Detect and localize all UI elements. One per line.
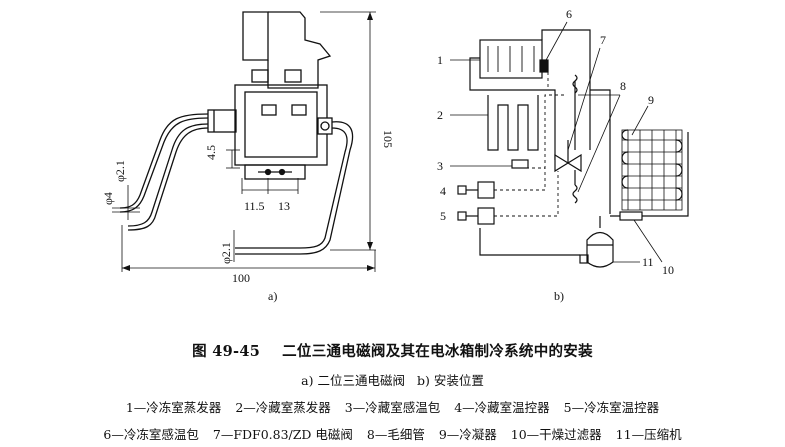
legend-item: 11—压缩机 xyxy=(615,427,682,442)
callout-8: 8 xyxy=(620,79,626,93)
figure-caption-title: 图 49-45 二位三通电磁阀及其在电冰箱制冷系统中的安装 xyxy=(0,340,785,361)
dim-phi-4: φ4 xyxy=(101,192,115,205)
fridge-sensor xyxy=(511,159,529,169)
legend-item: 1—冷冻室蒸发器 xyxy=(125,400,222,415)
callout-9: 9 xyxy=(648,93,654,107)
legend-item: 7—FDF0.83/ZD 电磁阀 xyxy=(212,427,353,442)
callout-11: 11 xyxy=(642,255,654,269)
dim-11-5: 11.5 xyxy=(244,199,265,213)
callout-10: 10 xyxy=(662,263,674,277)
caption-sub-a: a) 二位三通电磁阀 xyxy=(301,373,405,388)
valve-drawing-a xyxy=(112,11,376,272)
freezer-thermostat xyxy=(477,207,495,225)
system-diagram-b xyxy=(450,21,689,268)
legend-item: 9—冷凝器 xyxy=(438,427,497,442)
figure-drawing: 4.5 11.5 13 105 100 φ2.1 φ4 φ2.1 a) xyxy=(101,7,689,303)
fridge-evaporator xyxy=(487,95,539,151)
callout-1: 1 xyxy=(437,53,443,67)
sublabel-a: a) xyxy=(268,289,277,303)
figure-title: 二位三通电磁阀及其在电冰箱制冷系统中的安装 xyxy=(282,343,593,360)
legend-line-1: 1—冷冻室蒸发器 2—冷藏室蒸发器 3—冷藏室感温包 4—冷藏室温控器 5—冷冻… xyxy=(0,397,785,416)
freezer-sensor xyxy=(539,59,549,73)
dim-phi-2-1-top: φ2.1 xyxy=(113,160,127,182)
legend-item: 10—干燥过滤器 xyxy=(510,427,602,442)
legend-item: 4—冷藏室温控器 xyxy=(454,400,550,415)
legend-item: 5—冷冻室温控器 xyxy=(563,400,660,415)
legend-item: 3—冷藏室感温包 xyxy=(344,400,441,415)
compressor xyxy=(586,231,614,268)
drier-filter xyxy=(619,211,643,221)
callout-5: 5 xyxy=(440,209,446,223)
legend-item: 2—冷藏室蒸发器 xyxy=(235,400,331,415)
freezer-evaporator xyxy=(479,39,543,79)
sublabel-b: b) xyxy=(554,289,564,303)
callout-6: 6 xyxy=(566,7,572,21)
caption-sub-b: b) 安装位置 xyxy=(416,373,484,388)
condenser xyxy=(621,129,683,211)
legend-item: 8—毛细管 xyxy=(366,427,425,442)
figure-caption-sub: a) 二位三通电磁阀 b) 安装位置 xyxy=(0,370,785,389)
fridge-thermostat xyxy=(477,181,495,199)
dim-4-5: 4.5 xyxy=(204,145,218,160)
figure-number: 图 49-45 xyxy=(192,343,261,360)
dim-13: 13 xyxy=(278,199,290,213)
legend-line-2: 6—冷冻室感温包 7—FDF0.83/ZD 电磁阀 8—毛细管 9—冷凝器 10… xyxy=(0,424,785,443)
callout-2: 2 xyxy=(437,108,443,122)
dim-105: 105 xyxy=(381,130,395,148)
callout-3: 3 xyxy=(437,159,443,173)
legend-item: 6—冷冻室感温包 xyxy=(103,427,199,442)
dim-100: 100 xyxy=(232,271,250,285)
callout-7: 7 xyxy=(600,33,606,47)
dim-phi-2-1-bottom: φ2.1 xyxy=(219,242,233,264)
callout-4: 4 xyxy=(440,184,446,198)
